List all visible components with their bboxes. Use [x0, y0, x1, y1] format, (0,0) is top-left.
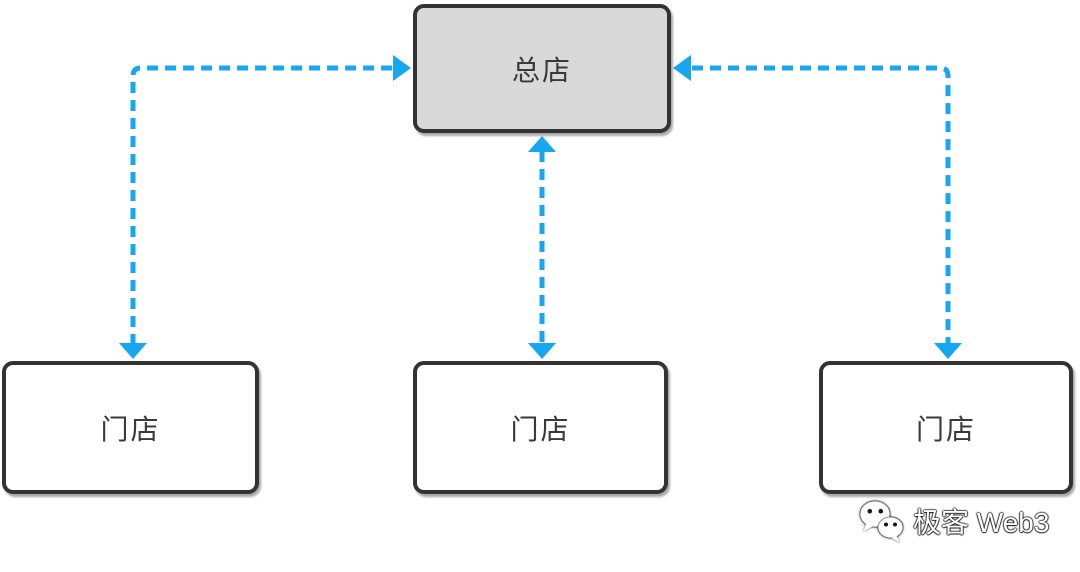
wechat-icon: [859, 500, 904, 542]
node-store-right-label: 门店: [915, 413, 976, 445]
connector-left-store-to-head: [119, 55, 411, 359]
arrowhead-into-store-left: [119, 343, 147, 359]
node-store-left-label: 门店: [100, 413, 161, 445]
node-store-middle-label: 门店: [510, 413, 571, 445]
arrowhead-into-head-bottom: [528, 136, 556, 152]
node-store-left: 门店: [2, 361, 259, 494]
watermark-text: 极客 Web3: [913, 507, 1050, 538]
arrowhead-into-head-left: [393, 55, 411, 81]
arrowhead-into-store-middle: [528, 343, 556, 359]
arrowhead-into-store-right: [934, 343, 962, 359]
node-head-office-label: 总店: [511, 54, 572, 86]
watermark: 极客 Web3: [858, 496, 1049, 546]
node-store-middle: 门店: [413, 361, 668, 494]
node-store-right: 门店: [819, 361, 1073, 494]
node-head-office: 总店: [413, 4, 671, 133]
connector-right-store-to-head: [673, 55, 962, 359]
connector-middle-store-to-head: [528, 136, 556, 359]
arrowhead-into-head-right: [673, 55, 691, 81]
